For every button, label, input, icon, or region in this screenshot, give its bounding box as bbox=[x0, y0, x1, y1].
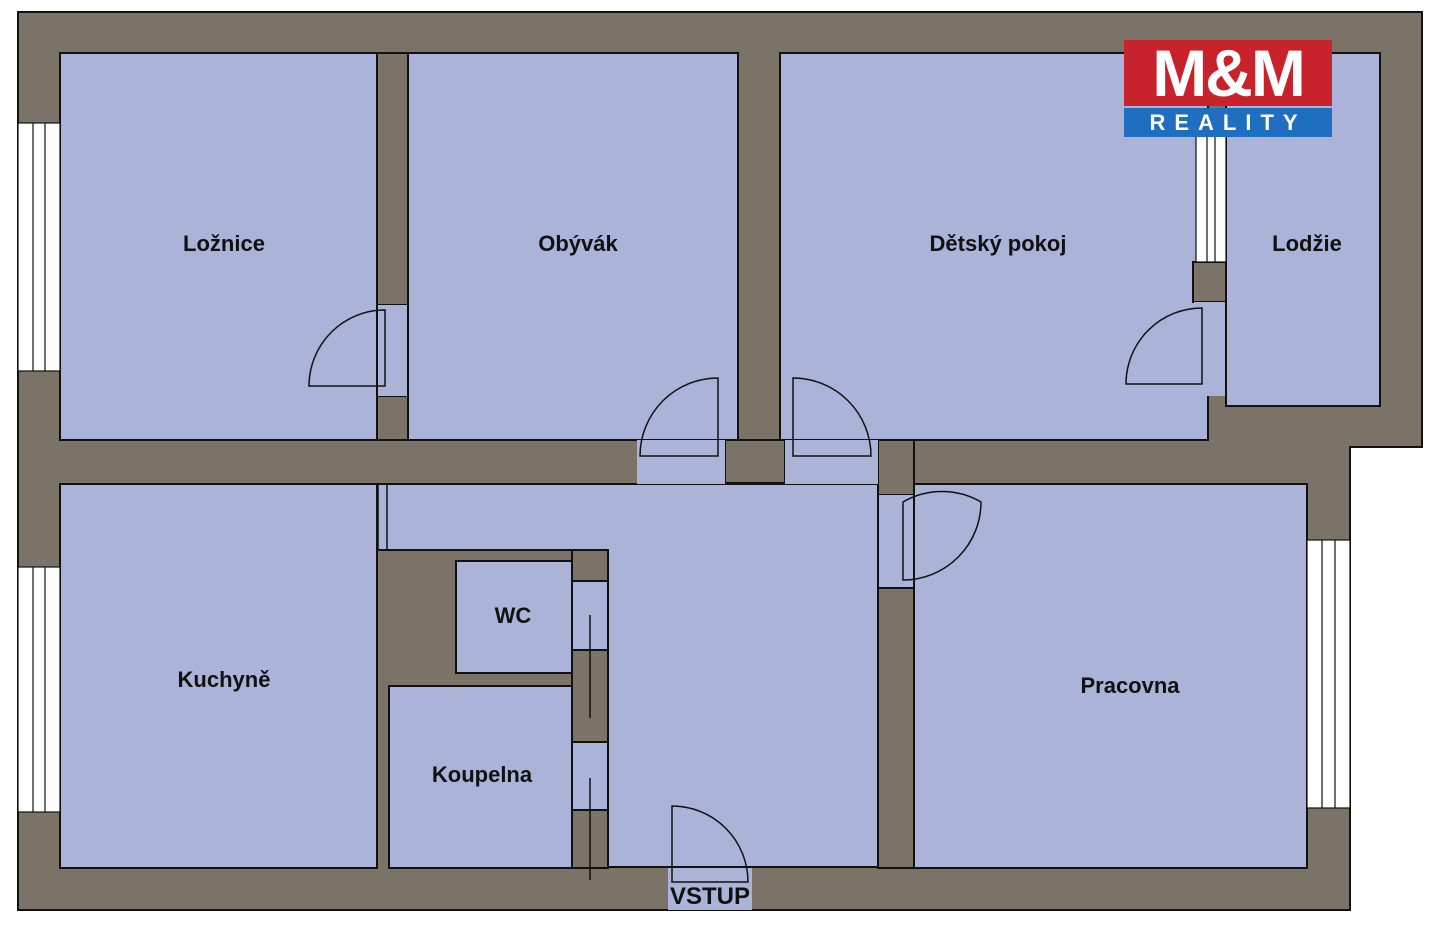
wall-stub bbox=[877, 439, 915, 496]
wall-stub bbox=[877, 587, 915, 869]
door-gap bbox=[785, 440, 878, 484]
wall-stub bbox=[571, 549, 609, 582]
label-obyvak: Obývák bbox=[538, 231, 618, 256]
wall-stub bbox=[376, 395, 409, 441]
door-gap bbox=[637, 440, 725, 484]
logo-brand: M&M bbox=[1124, 40, 1332, 106]
room-loznice bbox=[59, 52, 378, 441]
room-wc bbox=[455, 560, 573, 674]
wall-stub bbox=[724, 439, 786, 484]
room-koupelna bbox=[388, 685, 573, 869]
label-koupelna: Koupelna bbox=[432, 762, 533, 787]
door-gap bbox=[1194, 302, 1225, 396]
label-kuchyne: Kuchyně bbox=[178, 667, 271, 692]
door-gap bbox=[879, 495, 913, 587]
windows bbox=[17, 114, 1351, 813]
label-vstup: VSTUP bbox=[670, 883, 750, 910]
room-kuchyne bbox=[59, 483, 378, 869]
label-detsky-pokoj: Dětský pokoj bbox=[930, 231, 1067, 256]
room-pracovna bbox=[913, 483, 1308, 869]
door-gap bbox=[378, 305, 407, 396]
wall-stub bbox=[376, 52, 409, 306]
label-wc: WC bbox=[495, 603, 532, 628]
wall-stub bbox=[1192, 261, 1227, 303]
mm-reality-logo: M&M REALITY bbox=[1124, 40, 1332, 137]
label-loznice: Ložnice bbox=[183, 231, 265, 256]
label-pracovna: Pracovna bbox=[1080, 673, 1180, 698]
logo-subtitle: REALITY bbox=[1124, 108, 1332, 137]
door-swings bbox=[308, 307, 1203, 883]
room-obyvak bbox=[407, 52, 739, 441]
label-lodzie: Lodžie bbox=[1272, 231, 1342, 256]
door-gap bbox=[668, 868, 752, 910]
